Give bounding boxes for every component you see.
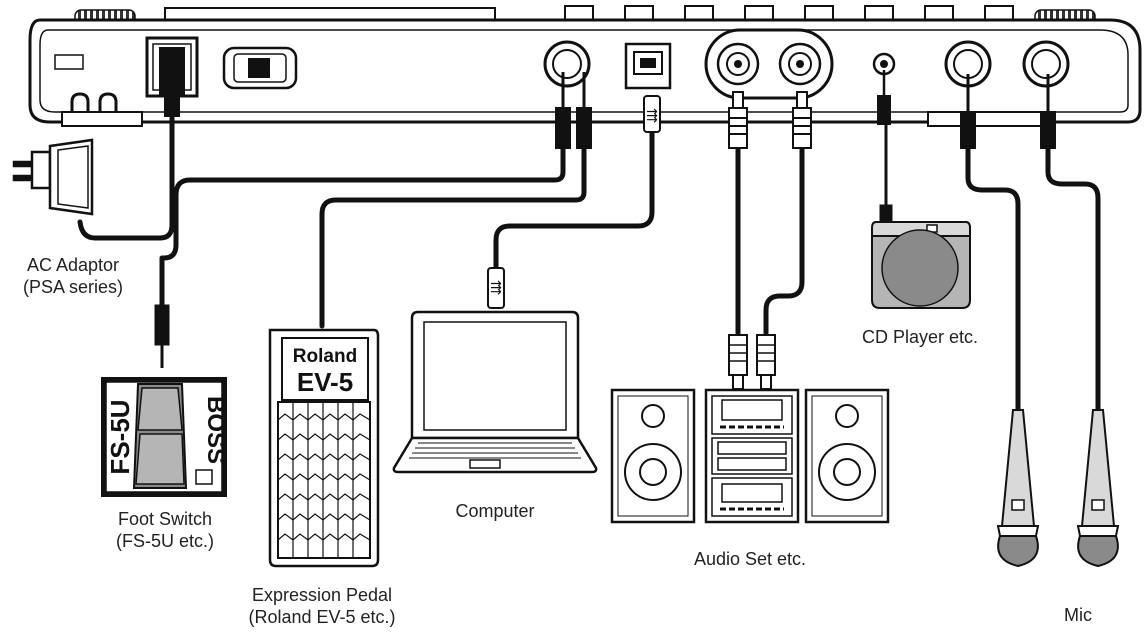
cable-mic-1 — [965, 145, 1021, 413]
label-ac-adaptor-line1: AC Adaptor — [26, 255, 120, 275]
fs5u-model-text: FS-5U — [105, 399, 135, 474]
laptop-computer: ⇶ — [392, 267, 598, 474]
mic-1 — [996, 409, 1040, 568]
cable-mic-2 — [1045, 145, 1101, 413]
audio-set — [610, 334, 890, 524]
label-expression-pedal-line2: (Roland EV-5 etc.) — [248, 607, 396, 627]
cable-usb — [493, 129, 655, 271]
foot-switch-fs5u: FS-5U BOSS — [101, 304, 229, 497]
cable-rca-right — [763, 145, 805, 338]
ac-adaptor — [12, 138, 94, 216]
label-foot-switch-line2: (FS-5U etc.) — [115, 531, 214, 551]
fs5u-brand-text: BOSS — [202, 396, 229, 464]
ev5-model-text: EV-5 — [297, 367, 353, 397]
cable-foot-switch — [159, 145, 566, 308]
cable-expression-pedal — [319, 145, 587, 329]
label-audio-set: Audio Set etc. — [693, 549, 807, 569]
mic-2 — [1076, 409, 1120, 568]
label-ac-adaptor-line2: (PSA series) — [22, 277, 124, 297]
ev5-brand-text: Roland — [293, 346, 357, 367]
cable-ac-adaptor — [77, 115, 175, 241]
expression-pedal-ev5: Roland EV-5 — [268, 328, 380, 568]
label-mic: Mic — [1064, 605, 1092, 625]
label-expression-pedal-line1: Expression Pedal — [251, 585, 393, 605]
cables — [77, 115, 1101, 413]
label-ac-adaptor: AC Adaptor (PSA series) — [0, 254, 146, 298]
svg-text:⇶: ⇶ — [490, 279, 502, 295]
label-expression-pedal: Expression Pedal (Roland EV-5 etc.) — [232, 584, 412, 628]
plugs: ⇶ — [159, 47, 1056, 149]
label-foot-switch: Foot Switch (FS-5U etc.) — [100, 508, 230, 552]
microphones — [996, 409, 1120, 568]
cd-player — [871, 204, 971, 309]
label-foot-switch-line1: Foot Switch — [117, 509, 213, 529]
svg-text:⇶: ⇶ — [646, 107, 658, 123]
main-unit-rear-panel — [28, 5, 1142, 127]
label-cd-player: CD Player etc. — [861, 327, 979, 347]
label-computer: Computer — [455, 501, 535, 521]
